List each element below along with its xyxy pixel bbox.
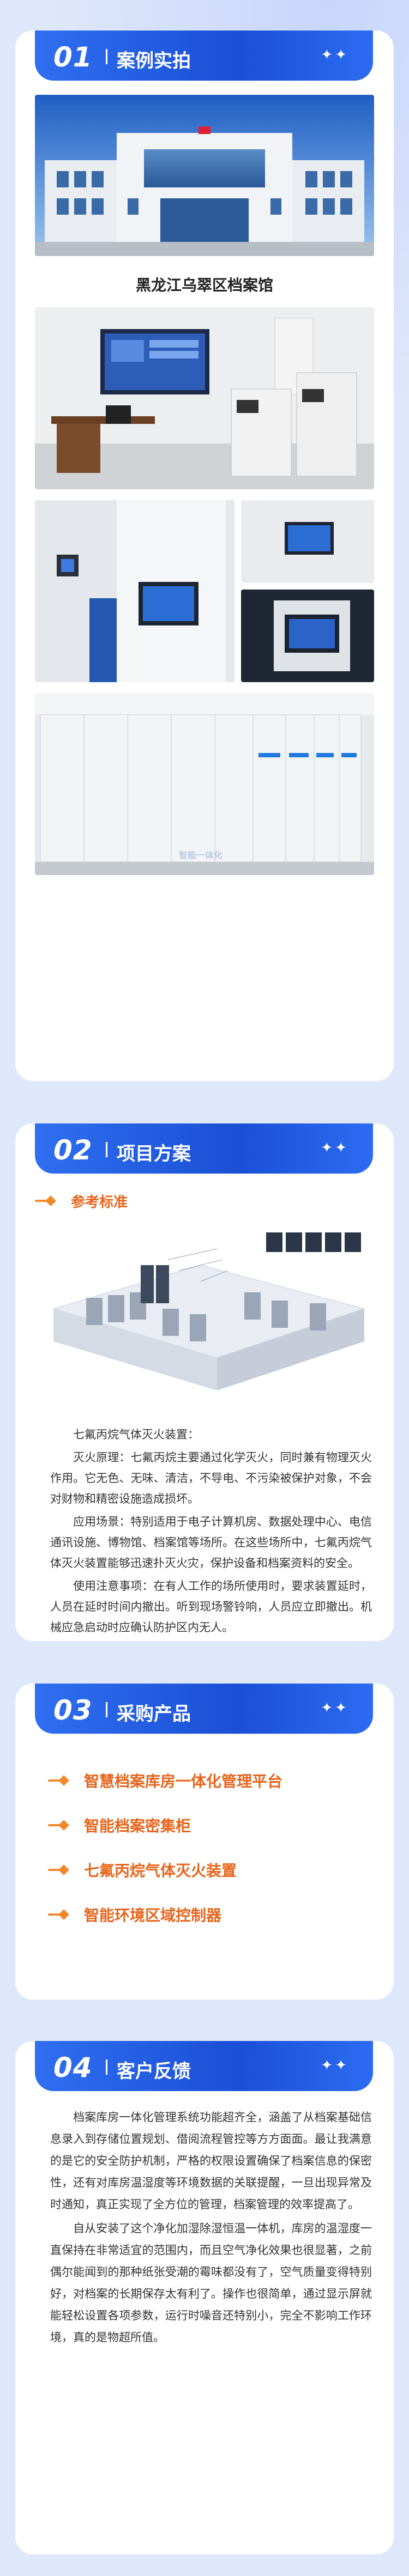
arrow-icon	[48, 1820, 79, 1831]
header-divider	[106, 1142, 107, 1157]
building-photo	[35, 95, 374, 256]
feedback-text: 档案库房一体化管理系统功能超齐全，涵盖了从档案基础信息录入到存储位置规划、借阅流…	[50, 2106, 372, 2350]
feedback-paragraph: 自从安装了这个净化加湿除湿恒温一体机，库房的温湿度一直保持在非常适宜的范围内，而…	[50, 2222, 372, 2344]
product-item: 七氟丙烷气体灭火装置	[48, 1854, 237, 1886]
fire-system-diagram	[37, 1227, 372, 1407]
description-heading: 七氟丙烷气体灭火装置：	[73, 1428, 199, 1441]
reference-standard-label: 参考标准	[35, 1184, 128, 1217]
header-divider	[106, 1702, 107, 1717]
product-item: 智能档案密集柜	[48, 1809, 191, 1842]
control-room-photo	[35, 307, 374, 489]
sparkle-icon: ✦✦	[321, 1140, 349, 1156]
product-item: 智慧档案库房一体化管理平台	[48, 1764, 282, 1797]
watermark: 智能一体化	[179, 850, 223, 860]
photo-caption: 黑龙江乌翠区档案馆	[135, 276, 273, 294]
arrow-icon	[35, 1195, 65, 1206]
description-paragraph: 应用场景：特别适用于电子计算机房、数据处理中心、电信通讯设施、博物馆、档案馆等场…	[50, 1515, 372, 1570]
section-header: 04 客户反馈 ✦✦	[35, 2041, 373, 2091]
product-item: 智能环境区域控制器	[48, 1898, 221, 1931]
header-divider	[106, 49, 107, 64]
section-title: 项目方案	[117, 1143, 191, 1165]
section-number: 02	[53, 1134, 93, 1166]
arrow-icon	[48, 1864, 79, 1875]
sparkle-icon: ✦✦	[321, 2057, 349, 2074]
description-paragraph: 灭火原理：七氟丙烷主要通过化学灭火，同时兼有物理灭火作用。它无色、无味、清洁，不…	[50, 1451, 372, 1505]
feedback-paragraph: 档案库房一体化管理系统功能超齐全，涵盖了从档案基础信息录入到存储位置规划、借阅流…	[50, 2111, 372, 2211]
project-description: 七氟丙烷气体灭火装置： 灭火原理：七氟丙烷主要通过化学灭火，同时兼有物理灭火作用…	[50, 1424, 372, 1640]
section-number: 04	[53, 2052, 93, 2083]
section-case-photos: 01 案例实拍 ✦✦ 黑龙江乌翠区档案馆	[15, 31, 394, 1081]
section-number: 03	[53, 1694, 93, 1726]
section-header: 02 项目方案 ✦✦	[35, 1123, 373, 1174]
section-customer-feedback: 04 客户反馈 ✦✦ 档案库房一体化管理系统功能超齐全，涵盖了从档案基础信息录入…	[15, 2041, 394, 2554]
section-title: 客户反馈	[117, 2061, 191, 2082]
description-paragraph: 使用注意事项：在有人工作的场所使用时，要求装置延时，人员在延时时间内撤出。听到现…	[50, 1579, 372, 1634]
header-divider	[106, 2059, 107, 2075]
wall-screen-photo	[241, 500, 374, 583]
archive-shelves-photo	[35, 693, 374, 875]
arrow-icon	[48, 1775, 79, 1786]
sparkle-icon: ✦✦	[321, 1700, 349, 1716]
section-title: 采购产品	[117, 1703, 191, 1725]
section-header: 03 采购产品 ✦✦	[35, 1684, 373, 1734]
arrow-icon	[48, 1909, 79, 1920]
section-project-plan: 02 项目方案 ✦✦ 参考标准	[15, 1123, 394, 1641]
section-number: 01	[53, 41, 93, 73]
section-purchased-products: 03 采购产品 ✦✦ 智慧档案库房一体化管理平台 智能档案密集柜 七氟丙烷气体灭…	[15, 1684, 394, 2000]
section-title: 案例实拍	[117, 50, 191, 72]
sparkle-icon: ✦✦	[321, 47, 349, 63]
section-header: 01 案例实拍 ✦✦	[35, 31, 373, 81]
control-panel-photo	[241, 590, 374, 682]
cabinet-panel-photo	[35, 500, 234, 682]
